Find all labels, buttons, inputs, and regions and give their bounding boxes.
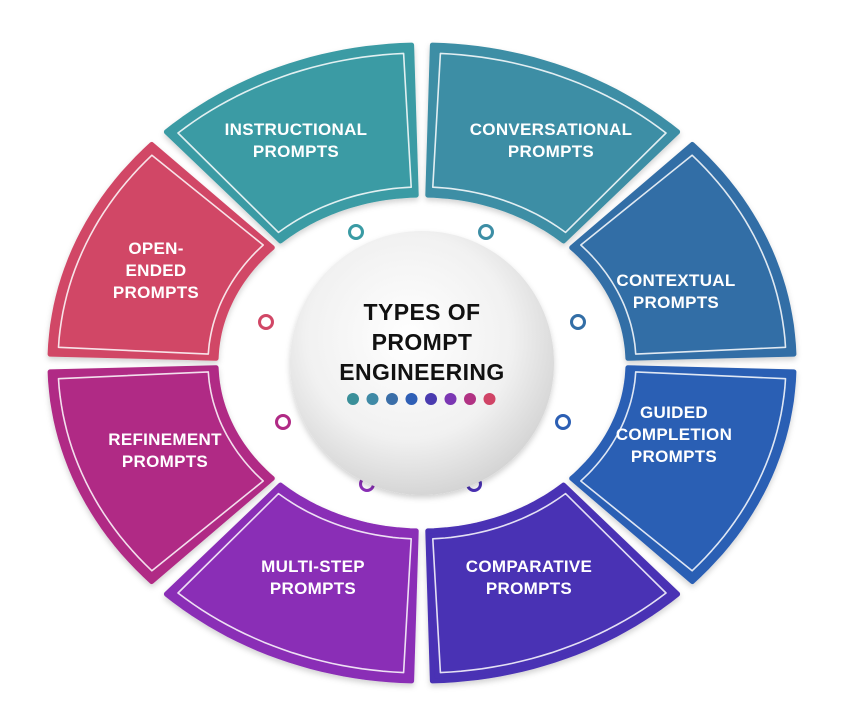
segment-label-line: COMPLETION xyxy=(616,425,732,444)
segment-label-line: CONTEXTUAL xyxy=(616,271,735,290)
segment-conversational-prompts: CONVERSATIONAL PROMPTS xyxy=(425,42,681,244)
center-dot xyxy=(483,393,496,405)
center-dot xyxy=(386,393,398,405)
connector-ring xyxy=(275,414,291,430)
segment-outline xyxy=(432,52,667,234)
center-dot xyxy=(464,393,476,405)
center-hub: TYPES OF PROMPT ENGINEERING xyxy=(290,231,554,495)
segment-label-line: COMPARATIVE xyxy=(466,557,592,576)
segment-label-line: GUIDED xyxy=(640,403,708,422)
segment-outline xyxy=(57,154,264,355)
segment-shape xyxy=(163,482,419,684)
segment-shape xyxy=(47,142,275,361)
segment-outline xyxy=(177,492,412,674)
segment-label-line: ENDED xyxy=(125,261,186,280)
segment-open-ended-prompts: OPEN- ENDED PROMPTS xyxy=(47,142,275,361)
connector-ring xyxy=(555,414,571,430)
segment-shape xyxy=(47,365,275,584)
segment-outline xyxy=(177,52,412,234)
segment-label-line: PROMPTS xyxy=(253,142,339,161)
center-dot xyxy=(444,393,457,405)
center-dot xyxy=(425,393,437,405)
segment-label-line: PROMPTS xyxy=(486,579,572,598)
segment-label-line: PROMPTS xyxy=(270,579,356,598)
segment-label-line: CONVERSATIONAL xyxy=(470,120,633,139)
center-title-line-2: PROMPT xyxy=(372,329,473,355)
connector-ring xyxy=(348,224,364,240)
segment-guided-completion-prompts: GUIDED COMPLETION PROMPTS xyxy=(569,365,797,584)
center-dots xyxy=(347,393,496,405)
segment-label-line: PROMPTS xyxy=(631,447,717,466)
center-dot xyxy=(405,393,418,405)
segment-shape xyxy=(569,142,797,361)
connector-ring xyxy=(478,224,494,240)
segment-label-line: INSTRUCTIONAL xyxy=(225,120,368,139)
center-dot xyxy=(347,393,359,405)
center-dot xyxy=(366,393,379,405)
segment-comparative-prompts: COMPARATIVE PROMPTS xyxy=(425,482,681,684)
connector-ring xyxy=(570,314,586,330)
segment-label-line: OPEN- xyxy=(128,239,183,258)
segment-label-line: PROMPTS xyxy=(113,283,199,302)
connector-ring xyxy=(258,314,274,330)
segment-outline xyxy=(432,492,667,674)
segment-shape xyxy=(569,365,797,584)
segment-outline xyxy=(580,154,787,355)
segment-label-line: PROMPTS xyxy=(508,142,594,161)
segment-instructional-prompts: INSTRUCTIONAL PROMPTS xyxy=(163,42,419,244)
segment-outline xyxy=(57,371,264,572)
segment-label-line: REFINEMENT xyxy=(108,430,222,449)
segment-multi-step-prompts: MULTI-STEP PROMPTS xyxy=(163,482,419,684)
segment-shape xyxy=(425,482,681,684)
segment-label-line: PROMPTS xyxy=(122,452,208,471)
segment-refinement-prompts: REFINEMENT PROMPTS xyxy=(47,365,275,584)
center-circle xyxy=(290,231,554,495)
center-title-line-3: ENGINEERING xyxy=(339,359,504,385)
segment-label-line: PROMPTS xyxy=(633,293,719,312)
segment-outline xyxy=(580,371,787,572)
segment-contextual-prompts: CONTEXTUAL PROMPTS xyxy=(569,142,797,361)
segment-shape xyxy=(425,42,681,244)
segment-shape xyxy=(163,42,419,244)
segments-layer: INSTRUCTIONAL PROMPTS CONVERSATIONAL PROMPT… xyxy=(47,42,797,684)
segment-label-line: MULTI-STEP xyxy=(261,557,365,576)
center-title-line-1: TYPES OF xyxy=(364,299,481,325)
